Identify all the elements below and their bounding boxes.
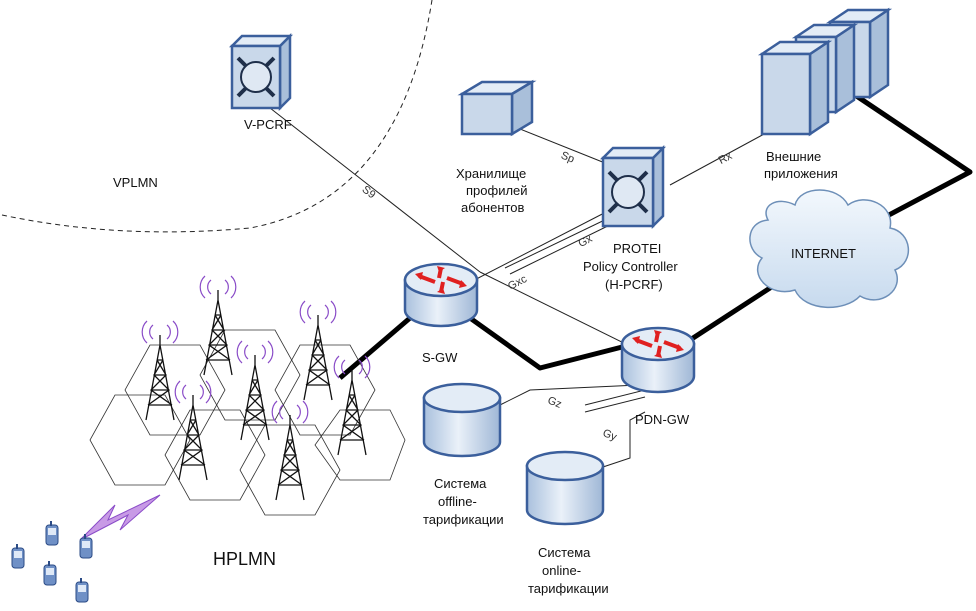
iface-gy: Gy xyxy=(601,427,619,444)
internet-cloud-icon xyxy=(749,189,910,308)
iface-sp: Sp xyxy=(559,150,576,166)
offline-label-line-1: Система xyxy=(434,476,487,491)
policy-label-line-1: PROTEI xyxy=(613,241,661,256)
offline-label-line-2: offline- xyxy=(438,494,477,509)
policy-label-line-3: (H-PCRF) xyxy=(605,277,663,292)
storage-label-line-1: Хранилище xyxy=(456,166,526,181)
storage-label-line-2: профилей xyxy=(466,183,528,198)
offline-charging-db-icon xyxy=(422,382,502,458)
interface-lines xyxy=(269,107,791,469)
online-label-line-1: Система xyxy=(538,545,591,560)
external-label-line-2: приложения xyxy=(764,166,838,181)
iface-gxc: Gxc xyxy=(506,273,529,293)
storage-label-line-3: абонентов xyxy=(461,200,525,215)
iface-rx: Rx xyxy=(717,150,735,167)
cell-grid xyxy=(89,329,406,516)
policy-controller-icon xyxy=(599,144,667,230)
internet-label: INTERNET xyxy=(791,246,856,261)
external-servers-icon xyxy=(757,7,893,137)
mobile-phones-icon xyxy=(11,520,93,603)
online-label-line-3: тарификации xyxy=(528,581,609,596)
external-label-line-1: Внешние xyxy=(766,149,821,164)
vplmn-label: VPLMN xyxy=(113,175,158,190)
radio-link-icon xyxy=(79,494,161,541)
iface-gz: Gz xyxy=(546,394,564,410)
offline-label-line-3: тарификации xyxy=(423,512,504,527)
sgw-router-icon xyxy=(403,262,479,328)
policy-label-line-2: Policy Controller xyxy=(583,259,678,274)
pdngw-label: PDN-GW xyxy=(635,412,690,427)
cell-towers xyxy=(141,275,371,501)
sgw-label: S-GW xyxy=(422,350,458,365)
online-label-line-2: online- xyxy=(542,563,581,578)
iface-s9: S9 xyxy=(360,184,378,202)
iface-gx: Gx xyxy=(576,233,594,250)
vpcrf-node-icon xyxy=(228,32,294,112)
vplmn-boundary xyxy=(1,0,433,233)
hplmn-label: HPLMN xyxy=(213,549,276,569)
vpcrf-label: V-PCRF xyxy=(244,117,292,132)
online-charging-db-icon xyxy=(525,450,605,526)
pdngw-router-icon xyxy=(620,326,696,394)
subscriber-storage-icon xyxy=(457,79,537,137)
